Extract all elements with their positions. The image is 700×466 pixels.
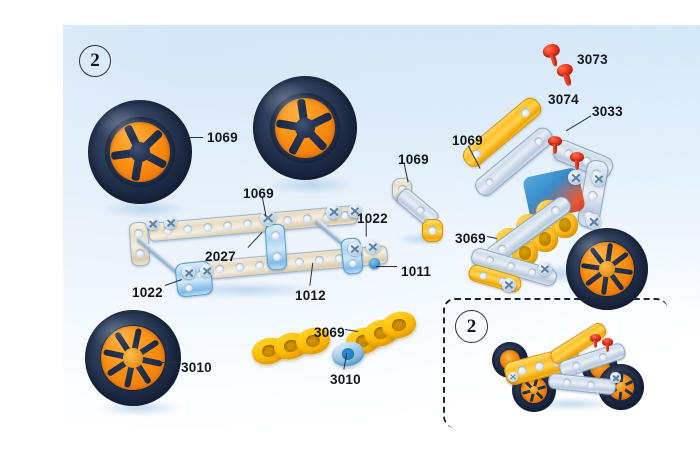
screw xyxy=(146,217,159,230)
wheel-part-3010-lower-left xyxy=(83,308,183,408)
callout-label-3073: 3073 xyxy=(577,52,608,67)
callout-label-1069: 1069 xyxy=(452,133,483,148)
callout-label-3010: 3010 xyxy=(181,360,212,375)
wheel-center-cap xyxy=(129,141,151,163)
callout-label-3010: 3010 xyxy=(330,372,361,387)
screw xyxy=(348,242,362,256)
wheel-part-1069-upper-left xyxy=(85,97,195,207)
callout-label-1069: 1069 xyxy=(243,186,274,201)
completed-model-mini xyxy=(490,320,650,420)
inset-step-number-badge: 2 xyxy=(455,310,488,343)
mini-pin-red xyxy=(602,338,613,352)
callout-label-3074: 3074 xyxy=(548,92,579,107)
pin-fitted-red xyxy=(548,136,562,154)
callout-label-3069: 3069 xyxy=(314,325,345,340)
inset-step-number-text: 2 xyxy=(466,315,477,337)
callout-label-3069: 3069 xyxy=(455,231,486,246)
callout-label-1012: 1012 xyxy=(295,288,326,303)
callout-label-1069: 1069 xyxy=(398,152,429,167)
wheel-center-cap xyxy=(598,260,616,278)
screw xyxy=(182,266,195,279)
step-number-text: 2 xyxy=(90,50,100,71)
wheel-center-cap xyxy=(123,348,143,368)
screw xyxy=(586,214,601,229)
pin-fitted-red xyxy=(570,152,584,170)
screw xyxy=(348,204,362,218)
callout-leader-line xyxy=(376,266,397,268)
screw xyxy=(502,278,516,292)
screw xyxy=(568,170,583,185)
callout-label-2027: 2027 xyxy=(205,249,236,264)
screw xyxy=(200,264,213,277)
callout-leader-line xyxy=(184,137,203,139)
bracket-lower-lug xyxy=(422,219,443,242)
completed-model-inset-frame xyxy=(443,298,668,428)
wheel-part-1069-upper-middle xyxy=(250,73,360,183)
callout-label-1022: 1022 xyxy=(357,211,388,226)
screw xyxy=(592,172,606,186)
screw xyxy=(326,204,341,219)
beam-cross-blue xyxy=(264,223,288,271)
callout-label-1011: 1011 xyxy=(401,264,432,279)
screw xyxy=(508,372,518,382)
callout-label-3033: 3033 xyxy=(592,104,623,119)
step-number-badge: 2 xyxy=(79,45,111,77)
mini-pin-red xyxy=(590,334,601,348)
callout-label-1069: 1069 xyxy=(207,130,238,145)
screw xyxy=(538,262,552,276)
screw xyxy=(610,372,621,383)
screw xyxy=(366,240,380,254)
screw xyxy=(164,216,177,229)
bracket-part-1069 xyxy=(388,178,454,250)
pin-part-1011 xyxy=(369,258,380,269)
callout-leader-line xyxy=(160,362,177,364)
screw xyxy=(260,210,276,226)
wheel-center-cap xyxy=(294,117,316,139)
callout-label-1022: 1022 xyxy=(132,285,163,300)
